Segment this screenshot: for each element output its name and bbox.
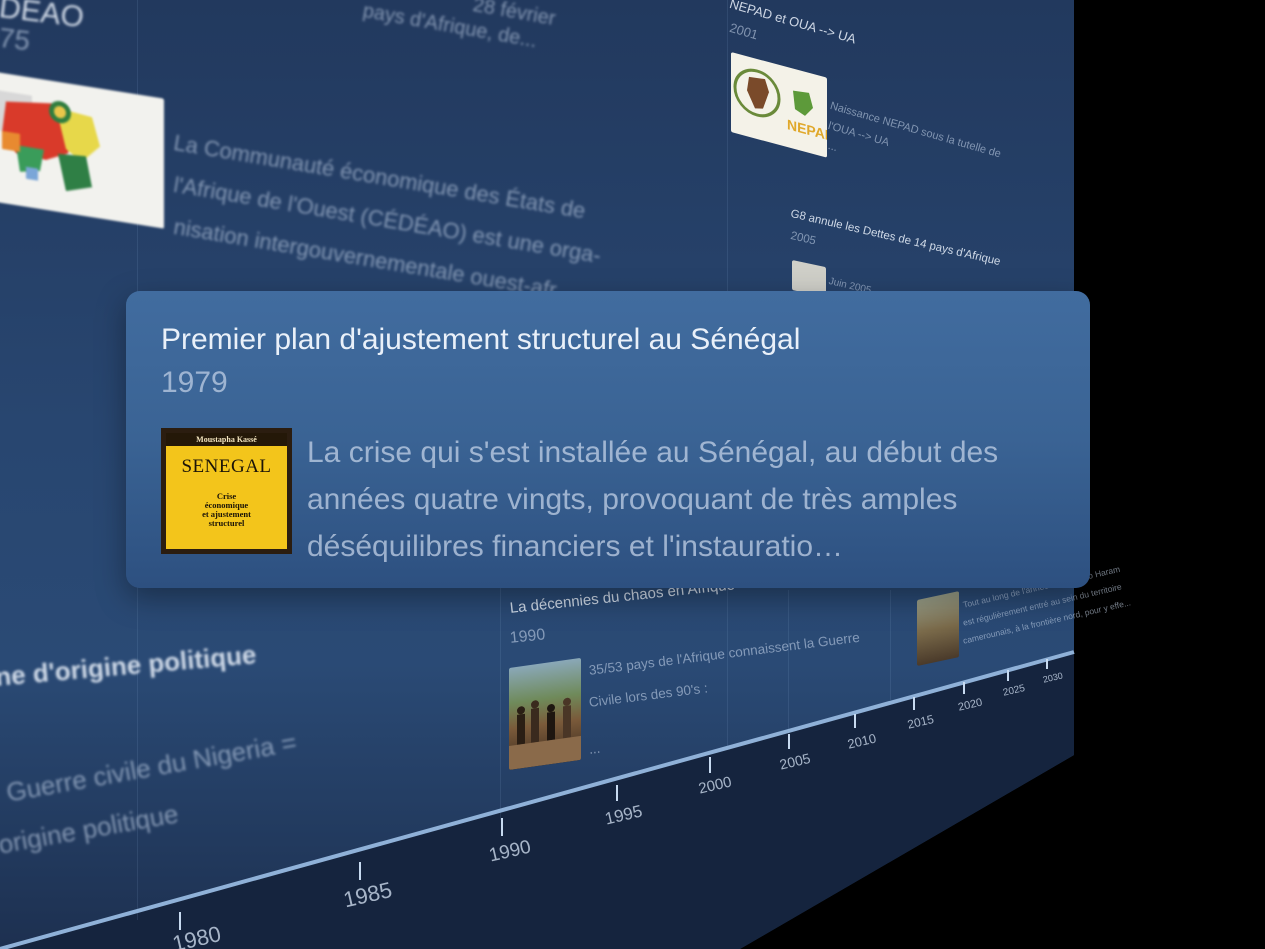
chaos-photo-image bbox=[509, 657, 581, 770]
event-description-line: ... bbox=[588, 740, 602, 757]
event-thumbnail[interactable]: Moustapha Kassé SENEGAL Crise économique… bbox=[161, 428, 292, 554]
gridline bbox=[500, 560, 501, 820]
nepad-logo-text: NEPAD bbox=[787, 117, 827, 146]
event-title: Premier plan d'ajustement structurel au … bbox=[161, 323, 801, 356]
gridline bbox=[890, 590, 891, 700]
book-cover-image: Moustapha Kassé SENEGAL Crise économique… bbox=[166, 433, 287, 549]
focused-event-card[interactable]: Premier plan d'ajustement structurel au … bbox=[126, 291, 1090, 588]
book-author: Moustapha Kassé bbox=[166, 433, 287, 446]
boko-haram-photo-image bbox=[917, 591, 959, 666]
nepad-logo-image: NEPAD bbox=[731, 52, 827, 158]
event-description: La crise qui s'est installée au Sénégal,… bbox=[307, 436, 999, 563]
book-title: SENEGAL bbox=[181, 456, 272, 477]
book-subtitle-line: économique bbox=[204, 500, 249, 510]
book-subtitle-line: Crise bbox=[216, 491, 237, 501]
book-subtitle-line: et ajustement bbox=[202, 509, 251, 519]
book-subtitle: Crise économique et ajustement structure… bbox=[166, 492, 287, 528]
event-year: 1990 bbox=[509, 626, 547, 647]
cedeao-map-image bbox=[0, 72, 164, 229]
book-subtitle-line: structurel bbox=[208, 518, 245, 528]
event-year: 1979 bbox=[161, 366, 228, 399]
gridline bbox=[788, 590, 789, 730]
